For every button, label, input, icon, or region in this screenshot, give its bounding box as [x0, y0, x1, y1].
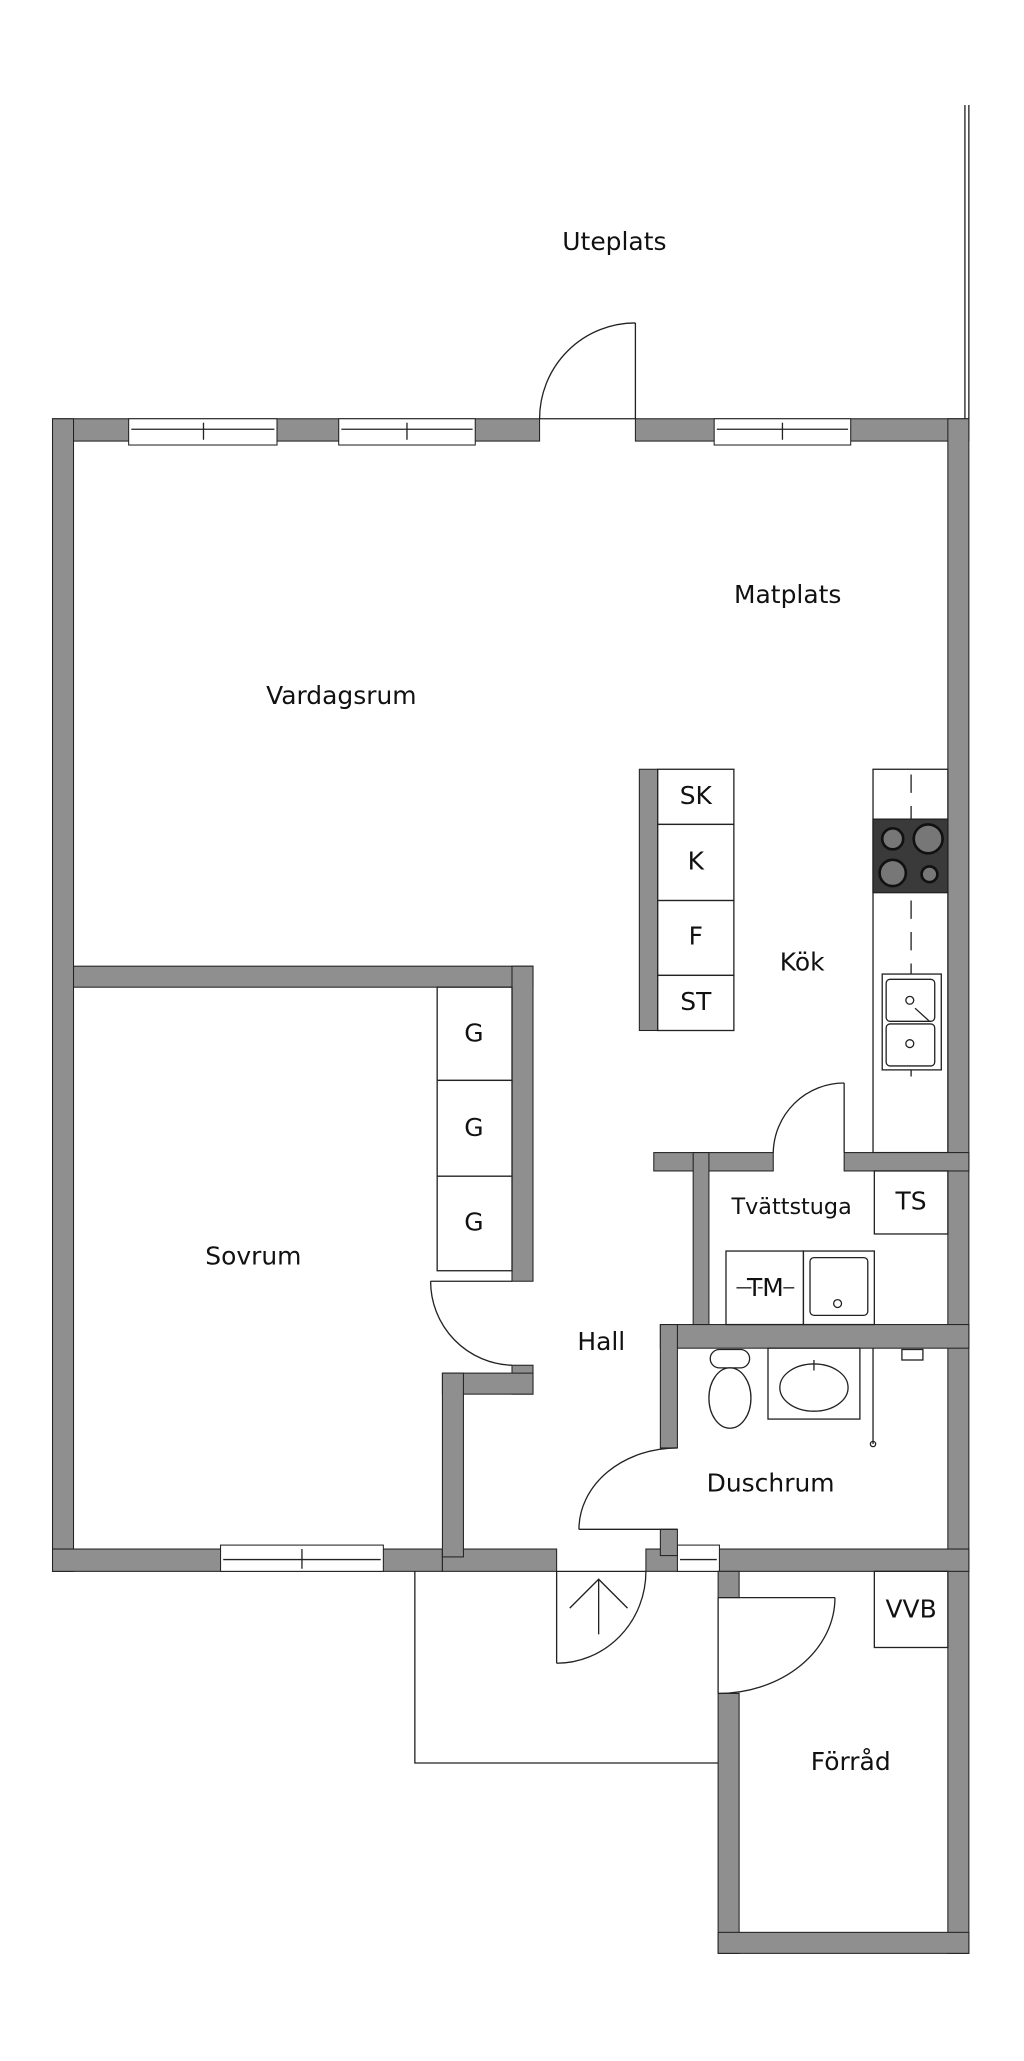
- island-label: ST: [680, 987, 712, 1016]
- island-label: K: [688, 846, 705, 875]
- vvb-label: VVB: [885, 1595, 936, 1624]
- room-label-kok: Kök: [780, 948, 825, 977]
- laundry-door[interactable]: [772, 1082, 845, 1153]
- bedroom-walls: [72, 965, 534, 1558]
- utility-sink-icon: [802, 1250, 875, 1326]
- balcony-door[interactable]: [538, 322, 637, 420]
- tm-label: TM: [746, 1273, 784, 1302]
- entrance-arrow-icon: [569, 1578, 628, 1635]
- kitchen-counter: [872, 768, 949, 1154]
- island-label: SK: [680, 781, 713, 810]
- dryer-cabinet: [873, 1170, 949, 1235]
- wardrobe-label: G: [464, 1113, 483, 1142]
- washbasin-icon: [767, 1347, 861, 1420]
- ts-label: TS: [895, 1186, 927, 1215]
- toilet-icon: [708, 1348, 752, 1429]
- porch-outline: [414, 1571, 719, 1764]
- room-label-vardagsrum: Vardagsrum: [266, 681, 417, 710]
- room-label-sovrum: Sovrum: [205, 1242, 301, 1271]
- entrance-door[interactable]: [555, 1570, 647, 1664]
- storage-door[interactable]: [717, 1596, 836, 1695]
- room-label-forrad: Förråd: [811, 1747, 891, 1776]
- laundry-walls: [653, 1152, 970, 1557]
- island-label: F: [689, 921, 703, 950]
- room-label-hall: Hall: [577, 1327, 625, 1356]
- bathroom-door[interactable]: [578, 1447, 678, 1530]
- kitchen-island: [638, 768, 735, 1032]
- sink-icon: [881, 973, 942, 1071]
- wardrobe-label: G: [464, 1018, 483, 1047]
- room-label-matplats: Matplats: [734, 580, 841, 609]
- shower-icon: [869, 1348, 924, 1448]
- bedroom-door[interactable]: [429, 1280, 513, 1366]
- room-label-tvattstuga: Tvättstuga: [730, 1194, 851, 1220]
- room-label-duschrum: Duschrum: [707, 1469, 835, 1498]
- wardrobes: [436, 986, 513, 1272]
- windows: [128, 418, 852, 1572]
- storage-walls: [717, 1570, 970, 1954]
- room-label-uteplats: Uteplats: [562, 227, 666, 256]
- wardrobe-label: G: [464, 1207, 483, 1236]
- water-heater: [873, 1570, 949, 1649]
